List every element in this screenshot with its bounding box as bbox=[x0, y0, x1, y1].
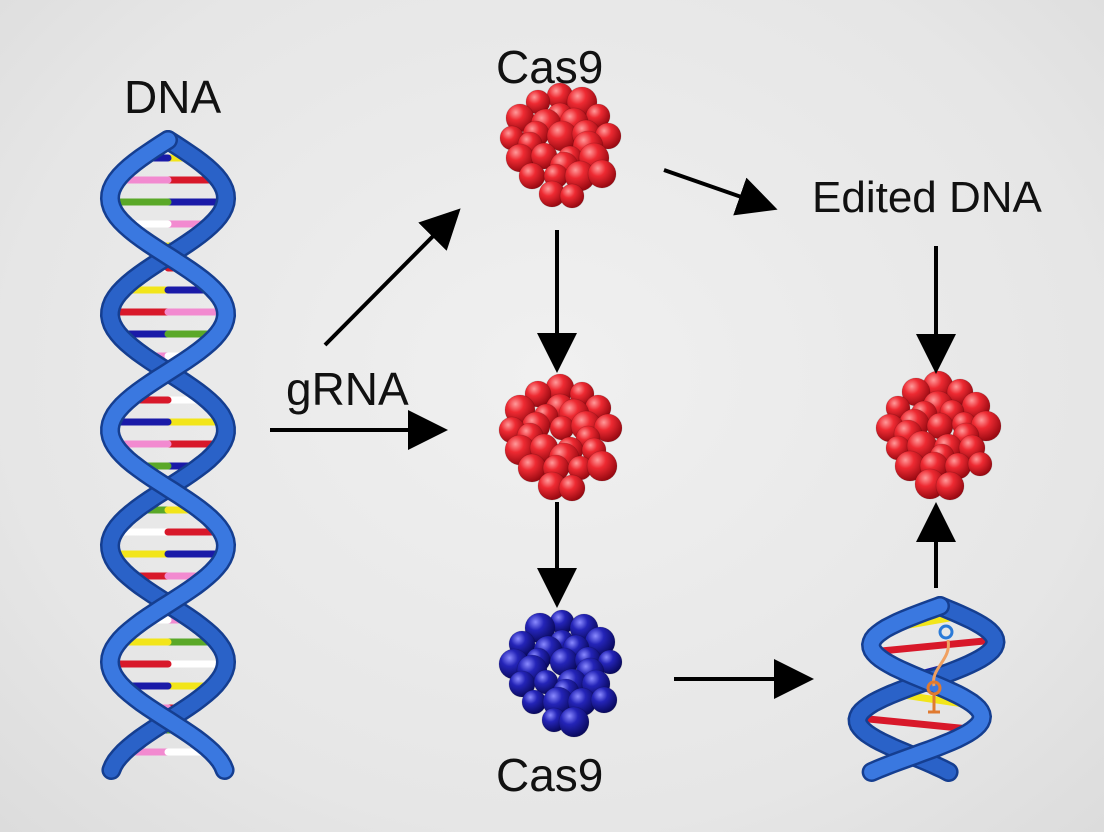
protein-bead bbox=[549, 415, 575, 441]
cas9-protein-icon bbox=[498, 373, 623, 502]
edited-dna-helix-icon bbox=[847, 596, 1006, 782]
dna-strand bbox=[863, 598, 990, 780]
cas9-protein-icon bbox=[499, 82, 622, 209]
cas9-protein-icon bbox=[498, 609, 623, 738]
base-pair bbox=[870, 636, 995, 656]
protein-bead bbox=[521, 689, 547, 715]
protein-bead bbox=[558, 706, 590, 738]
edited-dna-label: Edited DNA bbox=[812, 173, 1042, 222]
protein-bead bbox=[558, 474, 586, 502]
protein-bead bbox=[935, 471, 965, 501]
cas9-top-label: Cas9 bbox=[496, 41, 604, 93]
cas9-bottom-label: Cas9 bbox=[496, 749, 604, 801]
arrows bbox=[270, 168, 956, 699]
dna-helix-icon bbox=[99, 130, 237, 780]
protein-bead bbox=[967, 451, 993, 477]
dna-strand bbox=[102, 132, 234, 778]
guide-stem bbox=[928, 694, 940, 714]
protein-bead bbox=[518, 162, 546, 190]
arrow-cas9-to-edited bbox=[663, 168, 778, 216]
cas9-protein-icon bbox=[875, 370, 1002, 501]
dna-strand bbox=[102, 132, 234, 778]
dna-label: DNA bbox=[124, 71, 222, 123]
arrow-grna-to-cas9 bbox=[323, 208, 461, 347]
protein-bead bbox=[590, 686, 618, 714]
grna-label: gRNA bbox=[286, 363, 409, 415]
protein-bead bbox=[587, 159, 617, 189]
protein-bead bbox=[586, 450, 618, 482]
protein-bead bbox=[559, 183, 585, 209]
guide-loop bbox=[938, 624, 954, 640]
dna-strand bbox=[850, 598, 1003, 780]
